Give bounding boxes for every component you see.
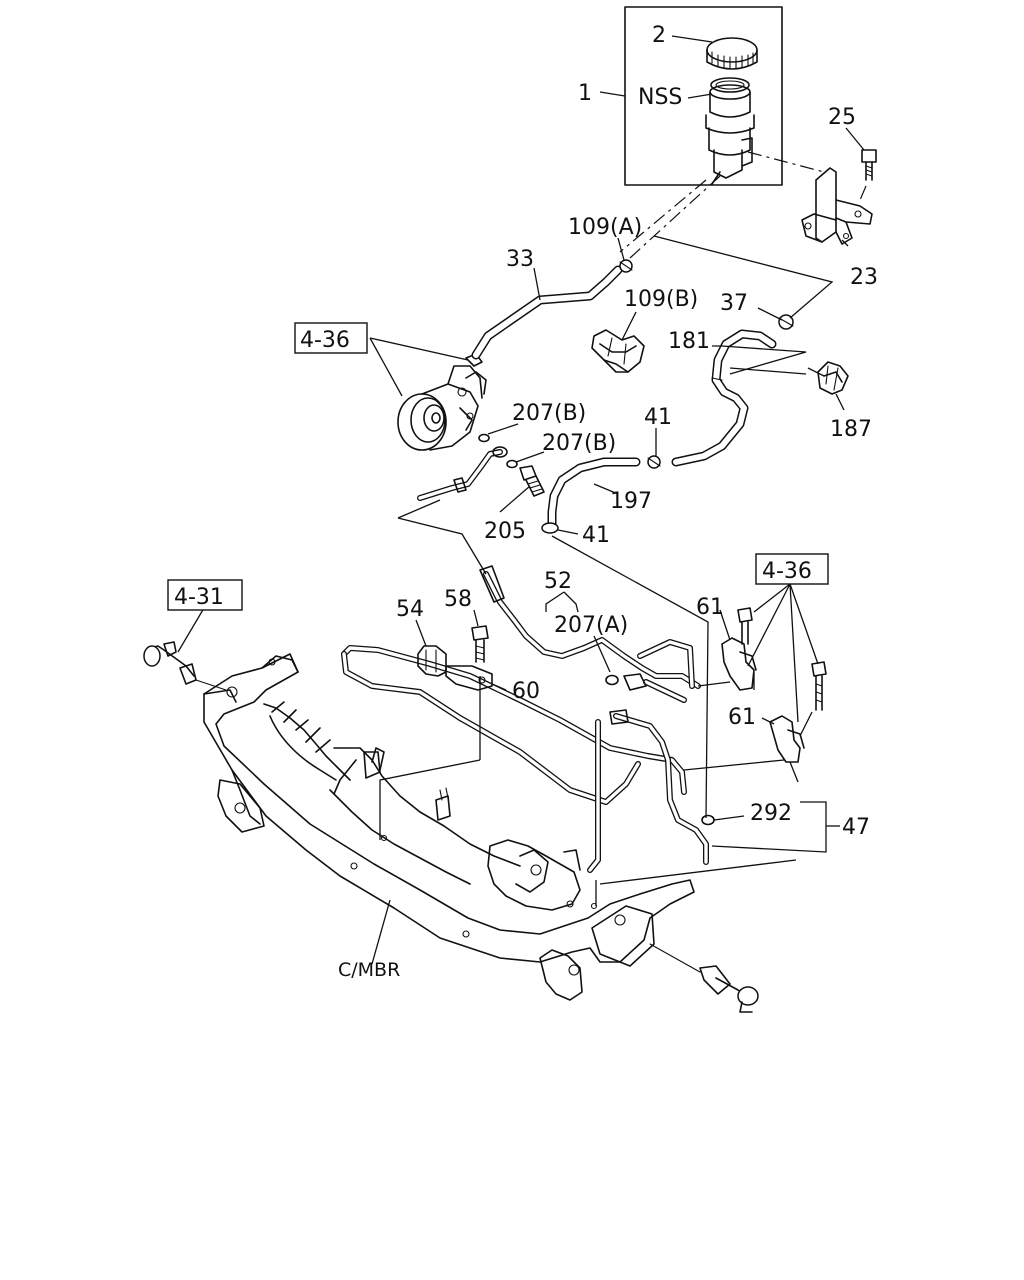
label-2: 2 <box>652 23 666 48</box>
oring-292 <box>701 814 715 826</box>
leader-lines <box>177 35 867 965</box>
bolt-25 <box>861 149 877 181</box>
bolt-upper-right <box>737 607 753 645</box>
clip-61-lower <box>769 715 805 763</box>
label-37: 37 <box>720 291 748 316</box>
washer-207b-upper <box>478 433 490 443</box>
hose-181 <box>671 329 777 467</box>
clip-61-upper <box>721 637 757 691</box>
ref-box-4-36-right <box>755 553 829 585</box>
return-pipe-47 <box>587 709 709 873</box>
label-207b-lower: 207(B) <box>542 431 616 456</box>
label-292: 292 <box>750 801 792 826</box>
bolt-205 <box>519 465 545 497</box>
label-207b-upper: 207(B) <box>512 401 586 426</box>
pressure-pipe-52 <box>479 565 701 703</box>
clip-187 <box>817 361 849 395</box>
label-nss: NSS <box>638 85 682 110</box>
clamp-41-lower <box>541 522 559 534</box>
pressure-line-loop <box>341 645 687 805</box>
bracket-60 <box>445 665 493 691</box>
label-205: 205 <box>484 519 526 544</box>
label-197: 197 <box>610 489 652 514</box>
label-109a: 109(A) <box>568 215 642 240</box>
label-41-lower: 41 <box>582 523 610 548</box>
label-1: 1 <box>578 81 592 106</box>
label-33: 33 <box>506 247 534 272</box>
crossmember <box>203 653 695 1001</box>
clamp-109a <box>619 259 633 273</box>
label-187: 187 <box>830 417 872 442</box>
label-60: 60 <box>512 679 540 704</box>
reservoir-assembly <box>624 6 783 186</box>
tie-rod-left <box>143 641 227 691</box>
label-61-upper: 61 <box>696 595 724 620</box>
callout-labels: 1 2 NSS 25 23 109(A) 109(B) 33 37 181 18… <box>174 23 878 981</box>
clip-109b <box>591 329 645 373</box>
hose-197 <box>547 457 641 529</box>
label-52: 52 <box>544 569 572 594</box>
clamp-41-upper <box>647 455 661 469</box>
ref-4-36-right: 4-36 <box>762 559 812 584</box>
label-207a: 207(A) <box>554 613 628 638</box>
washer-207b-lower <box>506 459 518 469</box>
label-58: 58 <box>444 587 472 612</box>
label-47: 47 <box>842 815 870 840</box>
washer-207a <box>605 674 619 686</box>
label-181: 181 <box>668 329 710 354</box>
tie-rod-right <box>649 943 759 1013</box>
bolt-58 <box>471 625 489 663</box>
label-cmbr: C/MBR <box>338 959 400 981</box>
label-61-lower: 61 <box>728 705 756 730</box>
ref-4-31: 4-31 <box>174 585 224 610</box>
ref-4-36-top: 4-36 <box>300 328 350 353</box>
bolt-lower-right <box>811 661 827 711</box>
ref-box-4-36-top <box>294 322 368 354</box>
ref-box-4-31 <box>167 579 243 611</box>
steering-gear <box>263 701 581 911</box>
pressure-pipe-upper <box>417 446 508 501</box>
fitting-207a <box>623 673 647 691</box>
label-54: 54 <box>396 597 424 622</box>
hose-33 <box>471 265 623 360</box>
bracket-23 <box>801 167 873 245</box>
label-109b: 109(B) <box>624 287 698 312</box>
pump-pulley <box>397 353 487 451</box>
label-41-upper: 41 <box>644 405 672 430</box>
label-23: 23 <box>850 265 878 290</box>
label-25: 25 <box>828 105 856 130</box>
